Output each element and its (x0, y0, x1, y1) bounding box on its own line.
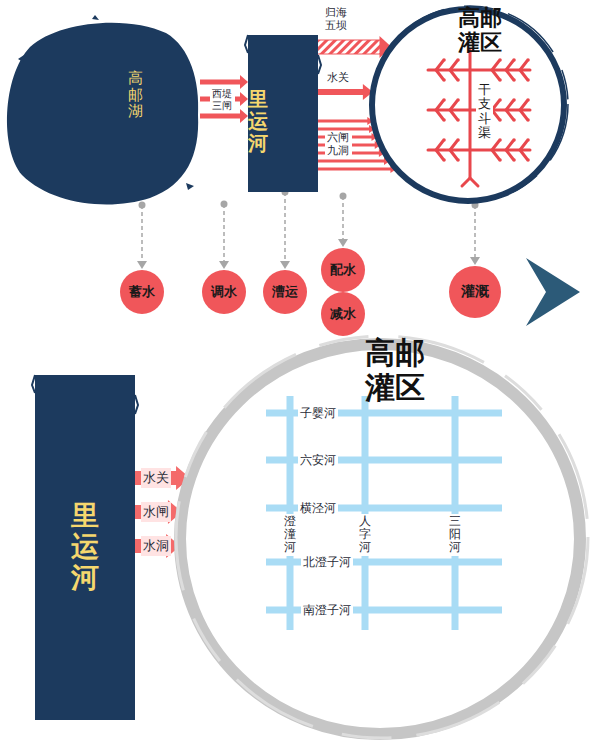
timeline-head (526, 258, 580, 326)
canal-grid (266, 396, 502, 630)
node-text: 高邮灌区 (364, 336, 426, 405)
node-text: 减水 (330, 305, 356, 323)
function-circle: 调水 (202, 270, 246, 314)
function-circle: 漕运 (263, 270, 307, 314)
function-circle: 减水 (321, 292, 365, 336)
canal-name-holder: 六安河 (298, 451, 338, 470)
canal-name: 三阳河 (447, 514, 463, 556)
node-text: 里运河 (71, 501, 99, 593)
connector-arrow (280, 189, 290, 270)
node-text: 里运河 (248, 88, 268, 154)
arrow-label-holder: 水关 (325, 69, 351, 86)
node-text: 高邮湖 (128, 70, 143, 120)
arrow-label: 归海五坝 (323, 6, 350, 33)
node-text: 调水 (211, 283, 237, 301)
lake-blob: 高邮湖 (0, 15, 200, 205)
canal-name-holder: 三阳河 (447, 514, 463, 556)
function-circle: 配水 (321, 248, 365, 292)
canal-name-holder: 人字河 (357, 514, 373, 556)
arrow-label: 水洞 (141, 536, 171, 556)
node-text: 高邮灌区 (457, 5, 502, 56)
canal-name: 澄潼河 (282, 514, 298, 556)
function-circle: 蓄水 (120, 270, 164, 314)
node-text: 蓄水 (129, 283, 155, 301)
canal-name: 横泾河 (298, 499, 338, 518)
arrow-label-holder: 水洞 (141, 536, 171, 556)
function-circle: 灌溉 (449, 266, 501, 318)
canal-name-holder: 子婴河 (298, 404, 338, 423)
node-text: 配水 (330, 261, 356, 279)
canal-name-holder: 横泾河 (298, 499, 338, 518)
connector-arrow (470, 202, 480, 266)
canal-name-holder: 南澄子河 (301, 601, 353, 620)
node-text: 漕运 (272, 283, 298, 301)
canal-name: 干支斗渠 (476, 82, 493, 141)
canal-name: 北澄子河 (301, 553, 353, 572)
node-outline (0, 15, 200, 205)
canal-name: 六安河 (298, 451, 338, 470)
arrow-label-holder: 六闸九洞 (325, 131, 352, 158)
irrigation-circle: 高邮灌区 (172, 336, 588, 742)
canal-name-holder: 澄潼河 (282, 514, 298, 556)
leader-lines (224, 196, 343, 262)
irrigation-circle: 高邮灌区 (368, 5, 568, 205)
arrow-label-holder: 水关 (141, 468, 171, 488)
connector-arrow (135, 534, 180, 558)
arrow-label: 西堤三闸 (210, 87, 235, 112)
canal-name: 子婴河 (298, 404, 338, 423)
connector-arrow (200, 75, 248, 123)
canal-band: 里运河 (248, 35, 318, 192)
arrow-label: 六闸九洞 (325, 131, 352, 158)
connector-arrow (318, 117, 396, 173)
arrow-label: 水关 (141, 468, 171, 488)
arrow-label: 水闸 (141, 502, 171, 522)
connector-arrow (137, 202, 147, 270)
node-text: 灌溉 (461, 283, 489, 301)
arrow-label-holder: 水闸 (141, 502, 171, 522)
canal-name: 人字河 (357, 514, 373, 556)
arrow-label-holder: 归海五坝 (323, 6, 350, 33)
canal-band: 里运河 (35, 375, 135, 720)
canal-name: 南澄子河 (301, 601, 353, 620)
arrow-label: 水关 (325, 69, 351, 86)
connector-arrow (318, 84, 373, 100)
canal-name-holder: 干支斗渠 (476, 82, 493, 141)
canal-name-holder: 北澄子河 (301, 553, 353, 572)
arrow-label-holder: 西堤三闸 (210, 87, 235, 112)
connector-arrow (318, 36, 392, 58)
canal-tree (428, 50, 530, 186)
